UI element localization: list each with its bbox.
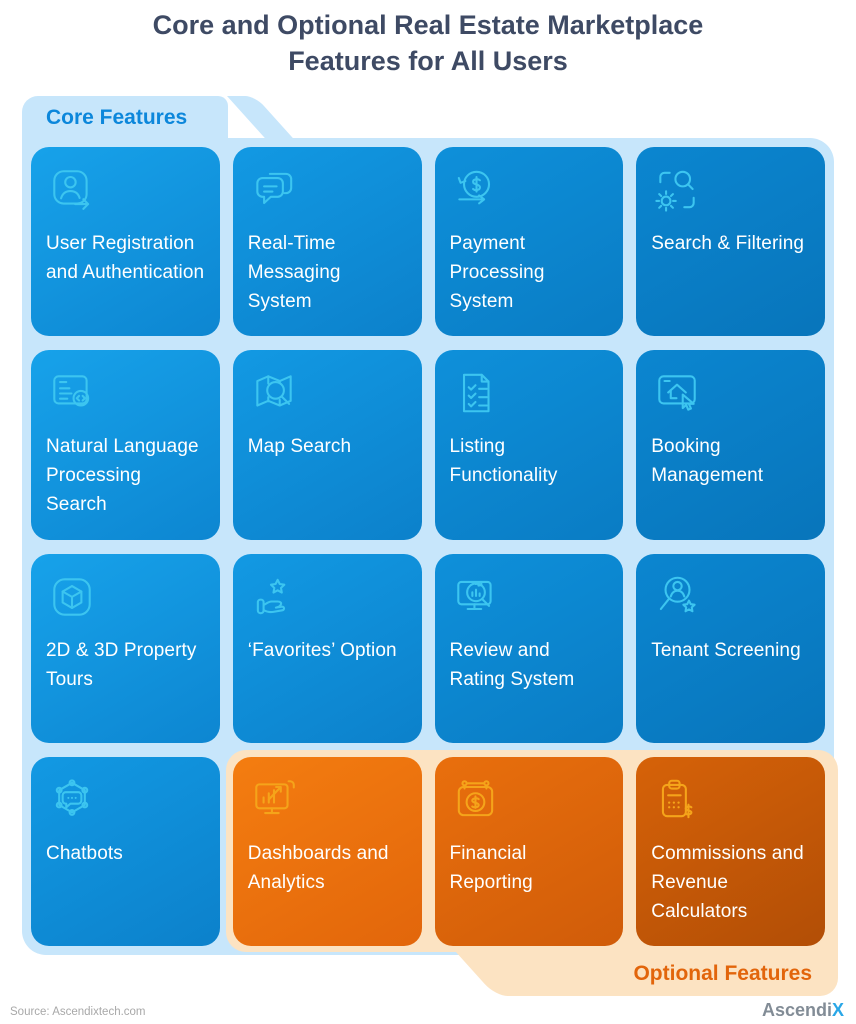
card-favorites-option: ‘Favorites’ Option	[232, 553, 422, 743]
card-financial-reporting: Financial Reporting	[434, 756, 624, 946]
card-label: Review and Rating System	[449, 639, 575, 690]
card-label: Map Search	[247, 436, 352, 458]
brand-x-text: X	[831, 1000, 844, 1020]
card-label: Real-Time Messaging System	[247, 233, 341, 312]
card-label: Payment Processing System	[449, 233, 545, 312]
cube-3d-icon	[47, 572, 97, 622]
card-label: Chatbots	[46, 842, 123, 864]
review-rating-icon	[451, 572, 501, 622]
card-review-rating: Review and Rating System	[434, 553, 624, 743]
card-label: Booking Management	[651, 436, 764, 487]
card-label: User Registration and Authentication	[46, 233, 205, 283]
listing-checklist-icon	[451, 368, 501, 418]
card-label: Natural Language Processing Search	[46, 436, 199, 516]
brand-logo: AscendiX	[762, 1000, 844, 1021]
map-search-icon	[249, 368, 299, 418]
messaging-icon	[249, 165, 299, 215]
chatbot-icon	[47, 775, 97, 825]
financial-calendar-icon	[451, 775, 501, 825]
card-payment-processing: Payment Processing System	[434, 147, 624, 337]
dashboard-icon	[249, 775, 299, 825]
nlp-search-icon	[47, 368, 97, 418]
card-label: Commissions and Revenue Calculators	[651, 842, 804, 922]
user-registration-icon	[47, 165, 97, 215]
card-label: Financial Reporting	[449, 842, 533, 893]
card-label: ‘Favorites’ Option	[247, 639, 397, 661]
card-booking-management: Booking Management	[636, 350, 825, 540]
card-map-search: Map Search	[232, 350, 422, 540]
card-commissions-calculators: Commissions and Revenue Calculators	[636, 756, 825, 946]
hand-star-icon	[249, 572, 299, 622]
card-property-tours: 2D & 3D Property Tours	[31, 553, 220, 743]
card-messaging: Real-Time Messaging System	[232, 147, 422, 337]
calculator-icon	[652, 775, 702, 825]
card-label: Dashboards and Analytics	[247, 842, 389, 893]
optional-features-tab: Optional Features	[498, 951, 838, 996]
tenant-screening-icon	[652, 572, 702, 622]
booking-icon	[652, 368, 702, 418]
card-search-filtering: Search & Filtering	[636, 147, 825, 337]
card-chatbots: Chatbots	[31, 756, 220, 946]
card-listing-functionality: Listing Functionality	[434, 350, 624, 540]
page-title: Core and Optional Real Estate Marketplac…	[152, 10, 704, 76]
optional-features-label: Optional Features	[633, 962, 812, 985]
card-label: Tenant Screening	[651, 639, 801, 661]
search-filter-icon	[652, 165, 702, 215]
source-text: Source: Ascendixtech.com	[10, 1006, 146, 1018]
card-user-registration: User Registration and Authentication	[31, 147, 220, 337]
card-label: Listing Functionality	[449, 436, 558, 487]
core-features-label: Core Features	[46, 106, 188, 129]
card-label: 2D & 3D Property Tours	[46, 639, 197, 690]
card-nlp-search: Natural Language Processing Search	[31, 350, 220, 540]
feature-card-grid: User Registration and Authentication Rea…	[22, 138, 834, 955]
card-label: Search & Filtering	[651, 233, 805, 254]
card-dashboards-analytics: Dashboards and Analytics	[232, 756, 422, 946]
core-features-tab: Core Features	[22, 96, 228, 139]
card-tenant-screening: Tenant Screening	[636, 553, 825, 743]
payment-processing-icon	[451, 165, 501, 215]
brand-gray-text: Ascendi	[761, 1000, 832, 1020]
